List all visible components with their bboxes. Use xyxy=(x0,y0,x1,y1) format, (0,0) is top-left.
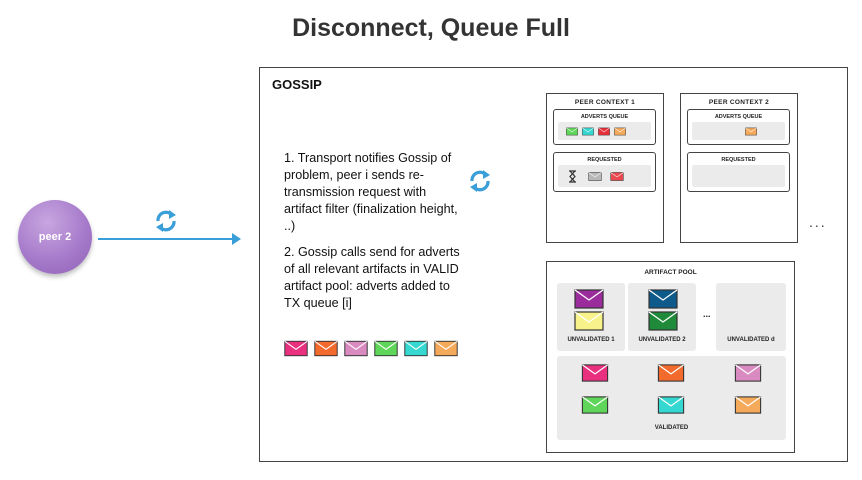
requested-band xyxy=(692,165,785,187)
validated-artifact xyxy=(633,364,709,384)
artifact-pool xyxy=(546,261,795,453)
connection-arrow xyxy=(98,238,234,240)
requested-list xyxy=(588,172,624,181)
tx-queue-envelope-icon xyxy=(284,340,308,357)
peer-context-title: PEER CONTEXT 2 xyxy=(708,99,770,106)
artifact-envelope-icon xyxy=(734,364,761,382)
tx-queue-envelope-icon xyxy=(344,340,368,357)
artifact-envelope-icon xyxy=(574,311,604,331)
artifact-pool-title: ARTIFACT POOL xyxy=(644,269,697,276)
diagram-title: Disconnect, Queue Full xyxy=(292,14,570,42)
adverts-list xyxy=(745,127,757,136)
artifact-envelope-icon xyxy=(658,396,685,414)
step-2-text: 2. Gossip calls send for adverts of all … xyxy=(284,245,460,310)
validated-artifact xyxy=(633,396,709,416)
peer-context-1: PEER CONTEXT 1 ADVERTS QUEUE REQUESTED xyxy=(546,93,664,243)
sync-icon xyxy=(470,170,490,192)
tx-queue-envelope-icon xyxy=(314,340,338,357)
requested-envelope-icon xyxy=(610,172,624,181)
adverts-queue: ADVERTS QUEUE xyxy=(553,109,656,145)
requested-title: REQUESTED xyxy=(587,157,622,163)
validated-artifact xyxy=(557,396,633,416)
tx-queue xyxy=(284,340,458,357)
gossip-title: GOSSIP xyxy=(272,77,322,92)
validated-artifacts xyxy=(557,356,786,416)
unvalidated-ellipsis: ... xyxy=(703,309,711,319)
tx-queue-envelope-icon xyxy=(374,340,398,357)
advert-envelope-icon xyxy=(582,127,594,136)
arrow-head xyxy=(232,233,241,245)
artifact-envelope-icon xyxy=(658,364,685,382)
unvalidated-2-artifacts xyxy=(647,289,679,331)
tx-queue-envelope-icon xyxy=(434,340,458,357)
adverts-list xyxy=(566,127,626,136)
adverts-queue-title: ADVERTS QUEUE xyxy=(580,114,629,120)
peer-context-title: PEER CONTEXT 1 xyxy=(574,99,636,106)
unvalidated-label: UNVALIDATED 1 xyxy=(567,337,615,343)
validated-artifact xyxy=(710,396,786,416)
unvalidated-1-artifacts xyxy=(573,289,605,331)
validated-artifact xyxy=(710,364,786,384)
tx-queue-envelope-icon xyxy=(404,340,428,357)
artifact-envelope-icon xyxy=(648,289,678,309)
validated-label: VALIDATED xyxy=(654,425,689,431)
requested-band xyxy=(558,165,651,187)
advert-envelope-icon xyxy=(614,127,626,136)
unvalidated-d: UNVALIDATED d xyxy=(716,283,786,351)
step-1-text: 1. Transport notifies Gossip of problem,… xyxy=(284,151,458,233)
requested-title: REQUESTED xyxy=(721,157,756,163)
artifact-envelope-icon xyxy=(582,396,609,414)
more-contexts-ellipsis: ... xyxy=(809,214,827,230)
advert-envelope-icon xyxy=(598,127,610,136)
adverts-queue: ADVERTS QUEUE xyxy=(687,109,790,145)
sync-icon xyxy=(156,210,176,232)
unvalidated-label: UNVALIDATED 2 xyxy=(638,337,686,343)
hourglass-icon xyxy=(569,170,576,183)
artifact-envelope-icon xyxy=(574,289,604,309)
adverts-queue-title: ADVERTS QUEUE xyxy=(714,114,763,120)
advert-envelope-icon xyxy=(745,127,757,136)
requested-envelope-icon xyxy=(588,172,602,181)
artifact-envelope-icon xyxy=(648,311,678,331)
peer-context-2: PEER CONTEXT 2 ADVERTS QUEUE REQUESTED xyxy=(680,93,798,243)
peer-label: peer 2 xyxy=(38,231,72,243)
requested-box: REQUESTED xyxy=(687,152,790,192)
artifact-envelope-icon xyxy=(582,364,609,382)
unvalidated-label: UNVALIDATED d xyxy=(727,337,775,343)
gossip-box xyxy=(259,67,848,462)
requested-box: REQUESTED xyxy=(553,152,656,192)
peer-node: peer 2 xyxy=(18,200,92,274)
artifact-envelope-icon xyxy=(734,396,761,414)
advert-envelope-icon xyxy=(566,127,578,136)
adverts-band xyxy=(692,122,785,140)
validated-artifact xyxy=(557,364,633,384)
